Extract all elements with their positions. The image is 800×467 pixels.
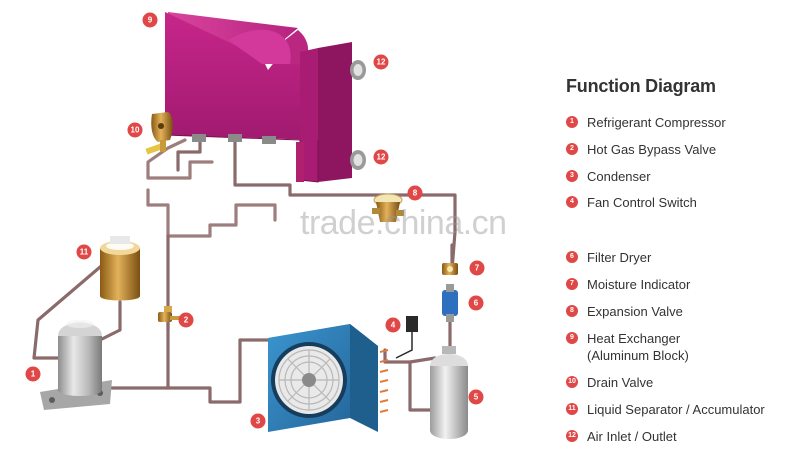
legend-number: 1 [566,116,578,128]
legend-item-condenser: 3 Condenser [566,168,796,185]
fan-control-switch [395,316,418,359]
condenser [268,324,389,432]
legend-number: 7 [566,278,578,290]
legend-label: Drain Valve [587,375,654,390]
legend-number: 12 [566,430,578,442]
refrigerant-compressor [40,320,112,410]
callout-6: 6 [468,295,484,311]
legend-item-drain-valve: 10 Drain Valve [566,374,796,391]
legend-item-heat-exchanger: 9 Heat Exchanger (Aluminum Block) [566,330,796,364]
legend-label: Refrigerant Compressor [587,115,726,130]
legend-label: Air Inlet / Outlet [587,429,677,444]
legend-number: 10 [566,376,578,388]
callout-12-bottom: 12 [373,149,389,165]
legend-number: 8 [566,305,578,317]
drain-valve [145,112,173,155]
legend-title: Function Diagram [566,76,716,96]
legend-number: 3 [566,170,578,182]
legend-number: 6 [566,251,578,263]
svg-text:11: 11 [80,248,89,257]
receiver-tank [430,346,468,439]
callout-12-top: 12 [373,54,389,70]
callout-7: 7 [469,260,485,276]
svg-text:10: 10 [131,126,140,135]
legend-number: 11 [566,403,578,415]
svg-text:7: 7 [475,264,480,273]
legend-label: Condenser [587,169,651,184]
legend-item-hot-gas-bypass-valve: 2 Hot Gas Bypass Valve [566,141,796,158]
filter-dryer [442,284,458,322]
moisture-indicator [442,263,458,275]
callout-3: 3 [250,413,266,429]
legend: Function Diagram 1 Refrigerant Compresso… [566,76,796,444]
callout-1: 1 [25,366,41,382]
legend-label: Expansion Valve [587,304,683,319]
svg-text:12: 12 [377,153,386,162]
svg-text:5: 5 [474,393,479,402]
svg-text:2: 2 [184,316,189,325]
legend-item-liquid-separator-accumulator: 11 Liquid Separator / Accumulator [566,401,796,418]
legend-item-fan-control-switch: 4 Fan Control Switch [566,194,796,211]
legend-label: Heat Exchanger (Aluminum Block) [587,331,689,363]
callout-10: 10 [127,122,143,138]
legend-item-air-inlet-outlet: 12 Air Inlet / Outlet [566,428,796,445]
svg-text:9: 9 [148,16,153,25]
svg-text:4: 4 [391,321,396,330]
legend-label: Liquid Separator / Accumulator [587,402,765,417]
legend-item-refrigerant-compressor: 1 Refrigerant Compressor [566,114,796,131]
heat-exchanger [164,12,366,183]
legend-label: Moisture Indicator [587,277,691,292]
legend-label: Hot Gas Bypass Valve [587,142,717,157]
legend-number: 9 [566,332,578,344]
hot-gas-bypass-valve [158,306,180,322]
legend-item-filter-dryer: 6 Filter Dryer [566,249,796,266]
callout-8: 8 [407,185,423,201]
svg-text:1: 1 [31,370,36,379]
legend-label: Fan Control Switch [587,195,697,210]
callout-9: 9 [142,12,158,28]
legend-item-expansion-valve: 8 Expansion Valve [566,303,796,320]
legend-item-moisture-indicator: 7 Moisture Indicator [566,276,796,293]
svg-text:8: 8 [413,189,418,198]
callout-4: 4 [385,317,401,333]
callout-2: 2 [178,312,194,328]
svg-text:12: 12 [377,58,386,67]
expansion-valve [372,193,404,222]
legend-number: 2 [566,143,578,155]
svg-text:3: 3 [256,417,261,426]
liquid-separator-accumulator [100,236,140,301]
legend-label: Filter Dryer [587,250,652,265]
svg-text:6: 6 [474,299,479,308]
callout-11: 11 [76,244,92,260]
legend-number: 4 [566,196,578,208]
callout-5: 5 [468,389,484,405]
